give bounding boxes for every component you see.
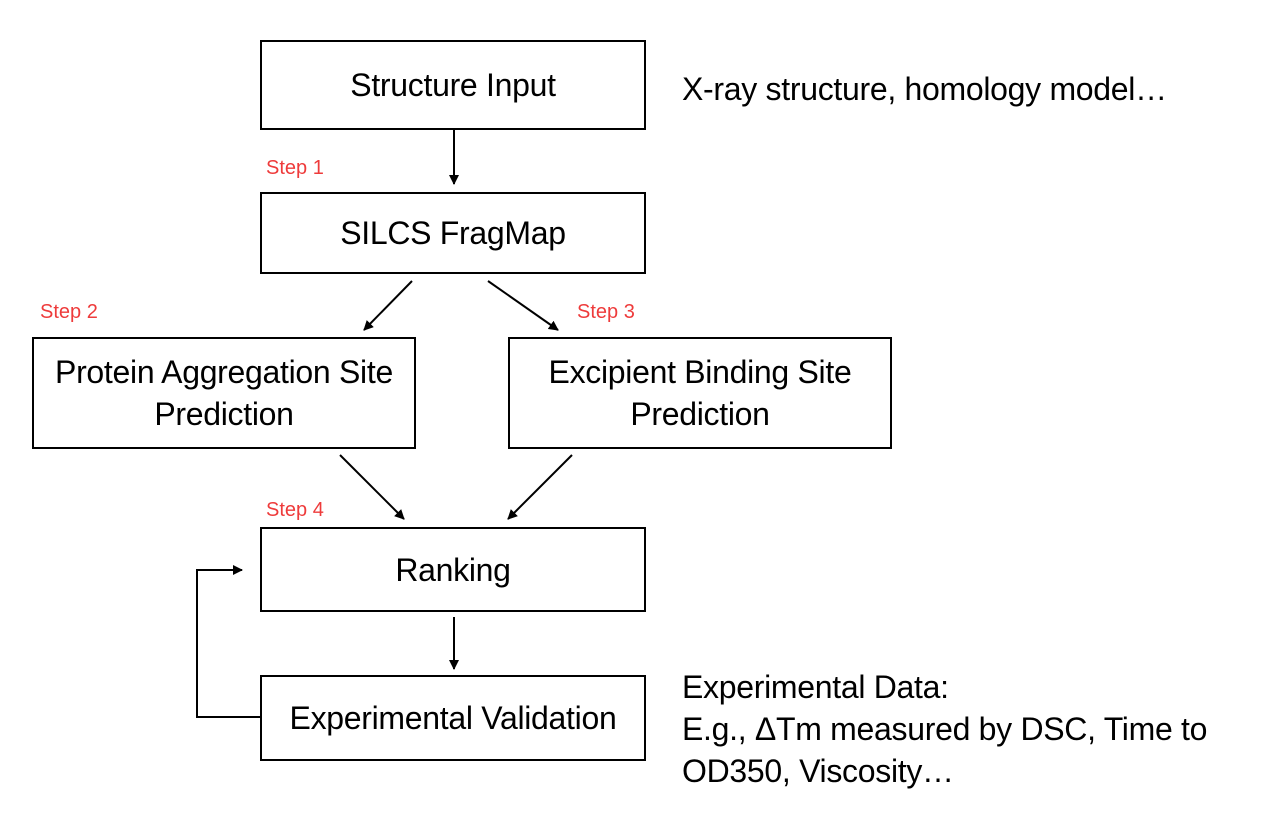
step-1-label: Step 1 bbox=[266, 157, 324, 179]
structure-input-label: Structure Input bbox=[350, 67, 556, 103]
arrow-fragmap-to-aggregation bbox=[363, 280, 413, 331]
excipient-binding-label: Excipient Binding Site Prediction bbox=[548, 354, 852, 432]
experimental-data-note: Experimental Data: E.g., ΔTm measured by… bbox=[682, 666, 1207, 792]
experimental-data-line-2: E.g., ΔTm measured by DSC, Time to bbox=[682, 711, 1208, 747]
silcs-fragmap-box: SILCS FragMap bbox=[260, 192, 646, 274]
experimental-data-line-3: OD350, Viscosity… bbox=[682, 753, 954, 789]
step-4-label: Step 4 bbox=[266, 499, 324, 521]
ranking-box: Ranking bbox=[260, 527, 646, 612]
experimental-validation-label: Experimental Validation bbox=[289, 700, 617, 736]
protein-aggregation-box: Protein Aggregation Site Prediction bbox=[32, 337, 416, 449]
ranking-label: Ranking bbox=[395, 551, 511, 588]
arrow-validation-to-ranking-loop bbox=[196, 565, 260, 718]
excipient-binding-box: Excipient Binding Site Prediction bbox=[508, 337, 892, 449]
arrow-excipient-to-ranking bbox=[507, 454, 573, 520]
arrow-aggregation-to-ranking bbox=[339, 454, 405, 520]
input-examples-note: X-ray structure, homology model… bbox=[682, 71, 1167, 107]
protein-aggregation-label: Protein Aggregation Site Prediction bbox=[55, 354, 393, 432]
step-2-label: Step 2 bbox=[40, 301, 98, 323]
structure-input-box: Structure Input bbox=[260, 40, 646, 130]
experimental-validation-box: Experimental Validation bbox=[260, 675, 646, 761]
step-3-label: Step 3 bbox=[577, 301, 635, 323]
arrow-fragmap-to-excipient bbox=[487, 280, 559, 331]
experimental-data-heading: Experimental Data: bbox=[682, 669, 949, 705]
silcs-fragmap-label: SILCS FragMap bbox=[340, 215, 566, 251]
